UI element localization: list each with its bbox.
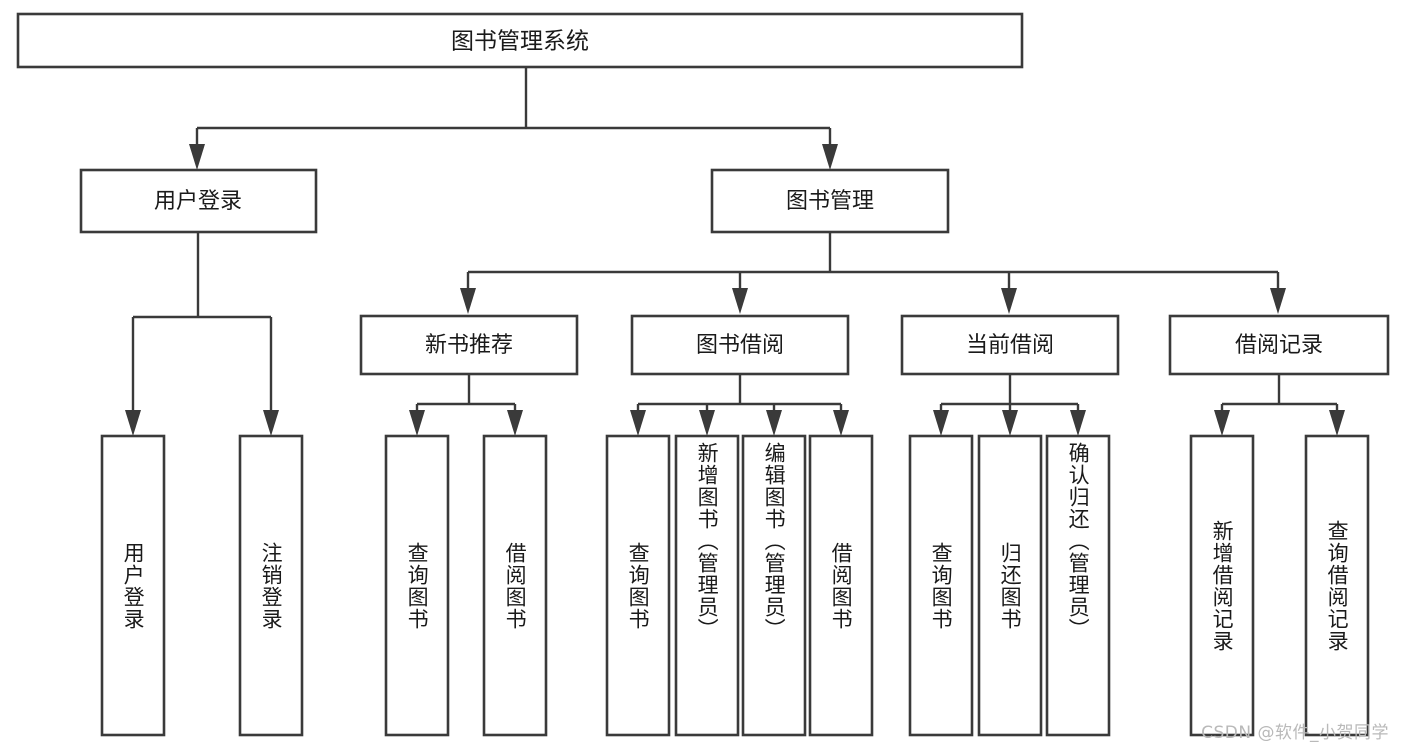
arrow-head-icon — [409, 410, 425, 436]
leaf-box-edit-book-admin[interactable] — [741, 434, 807, 737]
arrow-head-icon — [1329, 410, 1345, 436]
node-user-login-label: 用户登录 — [154, 189, 242, 214]
node-new-book-recommend-label: 新书推荐 — [425, 333, 513, 358]
leaf-box-return-book[interactable] — [977, 434, 1043, 737]
arrow-head-icon — [933, 410, 949, 436]
leaf-box-confirm-return-admin[interactable] — [1045, 434, 1111, 737]
arrow-head-icon — [766, 410, 782, 436]
arrow-head-icon — [125, 410, 141, 436]
arrow-head-icon — [1070, 410, 1086, 436]
arrow-head-icon — [189, 144, 205, 170]
node-book-management-label: 图书管理 — [786, 189, 874, 214]
connector-current-borrow-to-leaves — [933, 374, 1086, 436]
arrow-head-icon — [1214, 410, 1230, 436]
node-root[interactable]: 图书管理系统 — [16, 12, 1024, 69]
leaf-box-query-book-1[interactable] — [384, 434, 450, 737]
node-new-book-recommend-box[interactable] — [359, 314, 579, 376]
connector-book-borrow-to-leaves — [630, 374, 849, 436]
leaf-box-user-login[interactable] — [100, 434, 166, 737]
node-current-borrow-label: 当前借阅 — [966, 333, 1054, 358]
node-borrow-records[interactable]: 借阅记录 — [1168, 314, 1390, 376]
node-current-borrow-box[interactable] — [900, 314, 1120, 376]
leaf-box-query-borrow-record[interactable] — [1304, 434, 1370, 737]
arrow-head-icon — [822, 144, 838, 170]
node-root-label: 图书管理系统 — [451, 29, 589, 55]
leaf-box-borrow-book-1[interactable] — [482, 434, 548, 737]
leaf-box-add-book-admin[interactable] — [674, 434, 740, 737]
node-book-borrow[interactable]: 图书借阅 — [630, 314, 850, 376]
node-new-book-recommend[interactable]: 新书推荐 — [359, 314, 579, 376]
connector-root-to-level2 — [189, 67, 838, 170]
arrow-head-icon — [833, 410, 849, 436]
node-root-box[interactable] — [16, 12, 1024, 69]
arrow-head-icon — [263, 410, 279, 436]
node-book-management[interactable]: 图书管理 — [710, 168, 950, 234]
connector-user-login-to-leaves — [125, 232, 279, 436]
leaf-box-query-book-3[interactable] — [908, 434, 974, 737]
leaf-box-query-book-2[interactable] — [605, 434, 671, 737]
arrow-head-icon — [1270, 288, 1286, 314]
node-current-borrow[interactable]: 当前借阅 — [900, 314, 1120, 376]
node-user-login[interactable]: 用户登录 — [79, 168, 318, 234]
node-book-borrow-label: 图书借阅 — [696, 333, 784, 358]
node-borrow-records-label: 借阅记录 — [1235, 333, 1323, 358]
arrow-head-icon — [1002, 410, 1018, 436]
node-user-login-box[interactable] — [79, 168, 318, 234]
connector-borrow-records-to-leaves — [1214, 374, 1345, 436]
leaf-box-add-borrow-record[interactable] — [1189, 434, 1255, 737]
watermark-text: CSDN @软件_小贺同学 — [1201, 723, 1389, 743]
connector-book-management-to-level3 — [460, 232, 1286, 314]
leaf-box-borrow-book-2[interactable] — [808, 434, 874, 737]
leaf-box-logout[interactable] — [238, 434, 304, 737]
arrow-head-icon — [507, 410, 523, 436]
arrow-head-icon — [699, 410, 715, 436]
arrow-head-icon — [732, 288, 748, 314]
connector-new-book-recommend-to-leaves — [409, 374, 523, 436]
arrow-head-icon — [460, 288, 476, 314]
arrow-head-icon — [1001, 288, 1017, 314]
arrow-head-icon — [630, 410, 646, 436]
